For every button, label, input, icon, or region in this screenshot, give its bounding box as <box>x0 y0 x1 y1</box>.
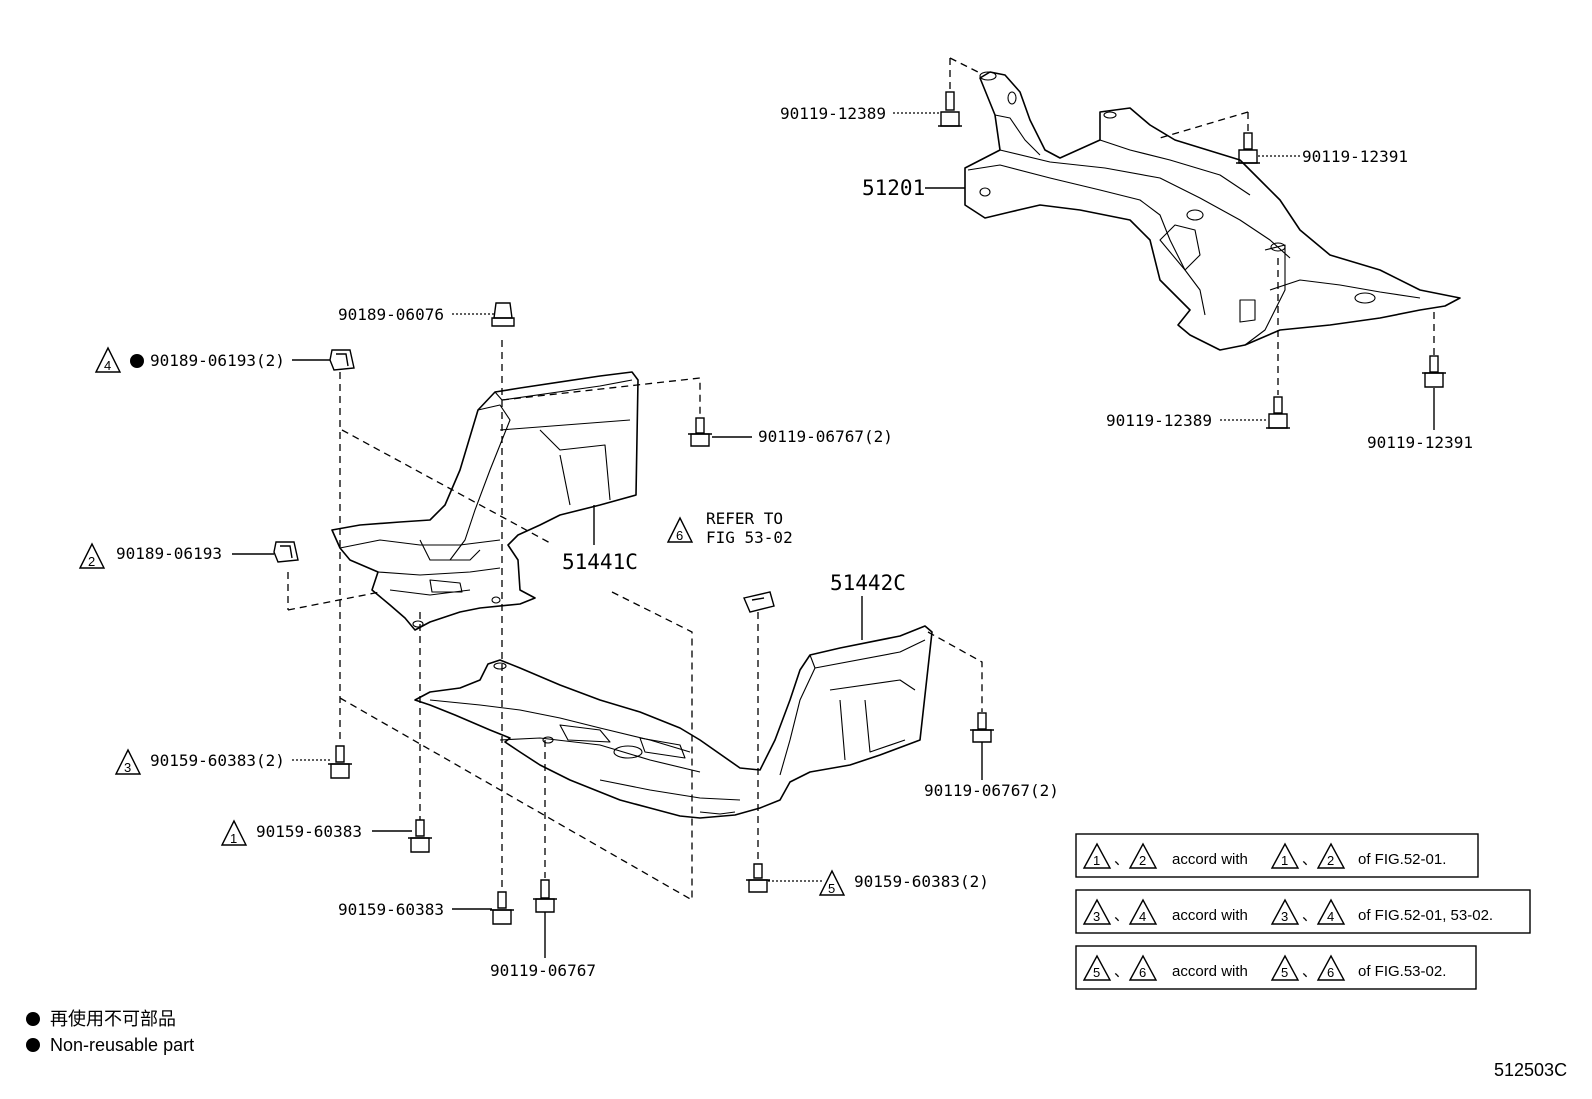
non-reusable-dot-icon <box>130 354 144 368</box>
part-number: 90189-06076 <box>338 305 444 324</box>
marker-triangle-2: 2 <box>78 542 106 569</box>
svg-text:4: 4 <box>1327 909 1334 924</box>
figure-id: 512503C <box>1494 1060 1567 1080</box>
svg-text:、: 、 <box>1302 963 1317 980</box>
bolt-icon <box>1422 355 1446 388</box>
engine-under-cover-51441C <box>331 371 639 631</box>
screw-icon <box>490 891 514 925</box>
bolt-icon <box>938 91 962 127</box>
bolt-icon <box>1236 132 1260 164</box>
part-number: 90159-60383(2) <box>854 872 989 891</box>
svg-text:3: 3 <box>1093 909 1100 924</box>
svg-text:、: 、 <box>1302 907 1317 924</box>
svg-text:6: 6 <box>676 528 683 543</box>
engine-under-cover-51442C <box>414 625 933 819</box>
svg-text:accord with: accord with <box>1172 963 1248 980</box>
nut-clip-icon <box>329 349 355 371</box>
bolt-icon <box>688 417 712 447</box>
part-number: 90189-06193(2) <box>150 351 285 370</box>
svg-text:、: 、 <box>1114 907 1129 924</box>
svg-text:2: 2 <box>1327 853 1334 868</box>
bolt-icon <box>533 879 557 913</box>
bolt-icon <box>1266 396 1290 429</box>
note-box-5-6: 5 、 6 accord with 5 、 6 of FIG.53-02. <box>1075 945 1477 990</box>
svg-text:1: 1 <box>1281 853 1288 868</box>
clip-icon <box>743 591 775 613</box>
svg-text:2: 2 <box>1139 853 1146 868</box>
part-number: 90119-12389 <box>1106 411 1212 430</box>
part-number: 90119-06767(2) <box>924 781 1059 800</box>
svg-text:of FIG.52-01.: of FIG.52-01. <box>1358 851 1446 868</box>
note-box-1-2: 1 、 2 accord with 1 、 2 of FIG.52-01. <box>1075 833 1479 878</box>
svg-text:、: 、 <box>1114 851 1129 868</box>
svg-text:5: 5 <box>1093 965 1100 980</box>
svg-text:4: 4 <box>104 358 111 373</box>
svg-text:accord with: accord with <box>1172 851 1248 868</box>
part-number: 90159-60383 <box>256 822 362 841</box>
part-number-crossmember: 51201 <box>862 176 925 200</box>
marker-triangle-1: 1 <box>220 819 248 846</box>
part-number: 90119-12391 <box>1367 433 1473 452</box>
svg-text:3: 3 <box>124 760 131 775</box>
bolt-icon <box>970 712 994 743</box>
svg-text:5: 5 <box>828 881 835 896</box>
svg-text:2: 2 <box>88 554 95 569</box>
svg-text:3: 3 <box>1281 909 1288 924</box>
svg-text:1: 1 <box>230 831 237 846</box>
legend-english: Non-reusable part <box>50 1035 194 1055</box>
marker-triangle-3: 3 <box>114 748 142 775</box>
clip-icon <box>491 302 515 327</box>
marker-triangle-6: 6 <box>666 516 694 543</box>
svg-text:6: 6 <box>1139 965 1146 980</box>
screw-icon <box>408 819 432 853</box>
legend-japanese: 再使用不可部品 <box>50 1009 176 1029</box>
marker-triangle-5: 5 <box>818 869 846 896</box>
svg-text:、: 、 <box>1114 963 1129 980</box>
screw-icon <box>328 745 352 779</box>
refer-note: REFER TO <box>706 509 783 528</box>
part-number-shield: 51441C <box>562 550 638 574</box>
part-number: 90119-12391 <box>1302 147 1408 166</box>
svg-text:of FIG.52-01, 53-02.: of FIG.52-01, 53-02. <box>1358 907 1493 924</box>
svg-text:accord with: accord with <box>1172 907 1248 924</box>
svg-text:、: 、 <box>1302 851 1317 868</box>
part-number: 90119-06767 <box>490 961 596 980</box>
crossmember-51201 <box>964 71 1461 351</box>
part-number: 90159-60383(2) <box>150 751 285 770</box>
marker-triangle-4: 4 <box>94 346 122 373</box>
svg-text:5: 5 <box>1281 965 1288 980</box>
part-number-shield: 51442C <box>830 571 906 595</box>
svg-text:of FIG.53-02.: of FIG.53-02. <box>1358 963 1446 980</box>
screw-icon <box>746 863 770 893</box>
svg-text:1: 1 <box>1093 853 1100 868</box>
part-number: 90119-06767(2) <box>758 427 893 446</box>
nut-clip-icon <box>273 541 299 563</box>
part-number: 90159-60383 <box>338 900 444 919</box>
svg-text:4: 4 <box>1139 909 1146 924</box>
refer-note: FIG 53-02 <box>706 528 793 547</box>
part-number: 90119-12389 <box>780 104 886 123</box>
note-box-3-4: 3 、 4 accord with 3 、 4 of FIG.52-01, 53… <box>1075 889 1531 934</box>
part-number: 90189-06193 <box>116 544 222 563</box>
legend-dot-icon <box>26 1038 40 1052</box>
svg-text:6: 6 <box>1327 965 1334 980</box>
legend-dot-icon <box>26 1012 40 1026</box>
